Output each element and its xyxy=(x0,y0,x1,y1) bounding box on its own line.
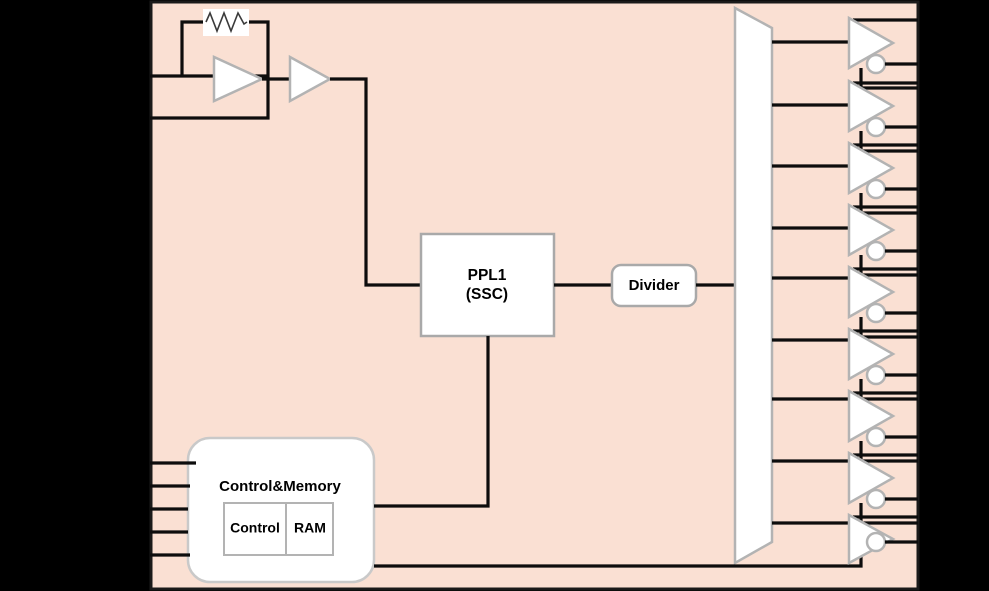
output-channel-3 xyxy=(772,140,918,215)
pll-block-group[interactable]: PPL1 (SSC) xyxy=(419,232,556,338)
ram-subblock-label: RAM xyxy=(294,520,326,536)
crystal-oscillator-group xyxy=(149,9,421,287)
resistor-zigzag-icon xyxy=(205,10,248,34)
divider-block-group[interactable]: Divider xyxy=(610,263,698,308)
output-channel-4 xyxy=(772,202,918,277)
osc-feedback-wire-left xyxy=(180,20,206,76)
oscillator-amplifier-1 xyxy=(212,55,266,103)
pll-label-line1: PPL1 xyxy=(468,267,507,284)
control-to-pll-wire xyxy=(374,336,490,508)
buffer-complement-bubble-3 xyxy=(865,178,887,200)
buffer-complement-bubble-2 xyxy=(865,116,887,138)
pll-label-line2: (SSC) xyxy=(466,286,508,303)
control-memory-group[interactable]: Control&Memory Control RAM xyxy=(186,436,376,584)
fanout-buffer-block[interactable] xyxy=(733,5,774,566)
buffer-complement-bubble-8 xyxy=(865,488,887,510)
buffer-complement-bubble-4 xyxy=(865,240,887,262)
buffer-complement-bubble-1 xyxy=(865,53,887,75)
buffer-complement-bubble-9 xyxy=(865,531,887,553)
oscillator-amplifier-2 xyxy=(288,54,333,104)
ram-subblock[interactable] xyxy=(285,502,334,556)
control-memory-label: Control&Memory xyxy=(219,478,341,495)
control-subblock[interactable] xyxy=(223,502,287,556)
osc-feedback-wire-right xyxy=(246,20,270,76)
output-channel-9 xyxy=(772,512,918,566)
pll-block[interactable] xyxy=(419,232,556,338)
control-memory-left-pins xyxy=(149,461,196,557)
control-subblock-label: Control xyxy=(230,520,280,536)
divider-label: Divider xyxy=(629,277,680,294)
buffer-complement-bubble-7 xyxy=(865,426,887,448)
buffer-complement-bubble-5 xyxy=(865,302,887,324)
buffer-complement-bubble-6 xyxy=(865,364,887,386)
osc-to-pll-wire xyxy=(330,77,421,287)
output-channel-5 xyxy=(772,264,918,339)
osc-pin-out-wire xyxy=(149,76,270,120)
